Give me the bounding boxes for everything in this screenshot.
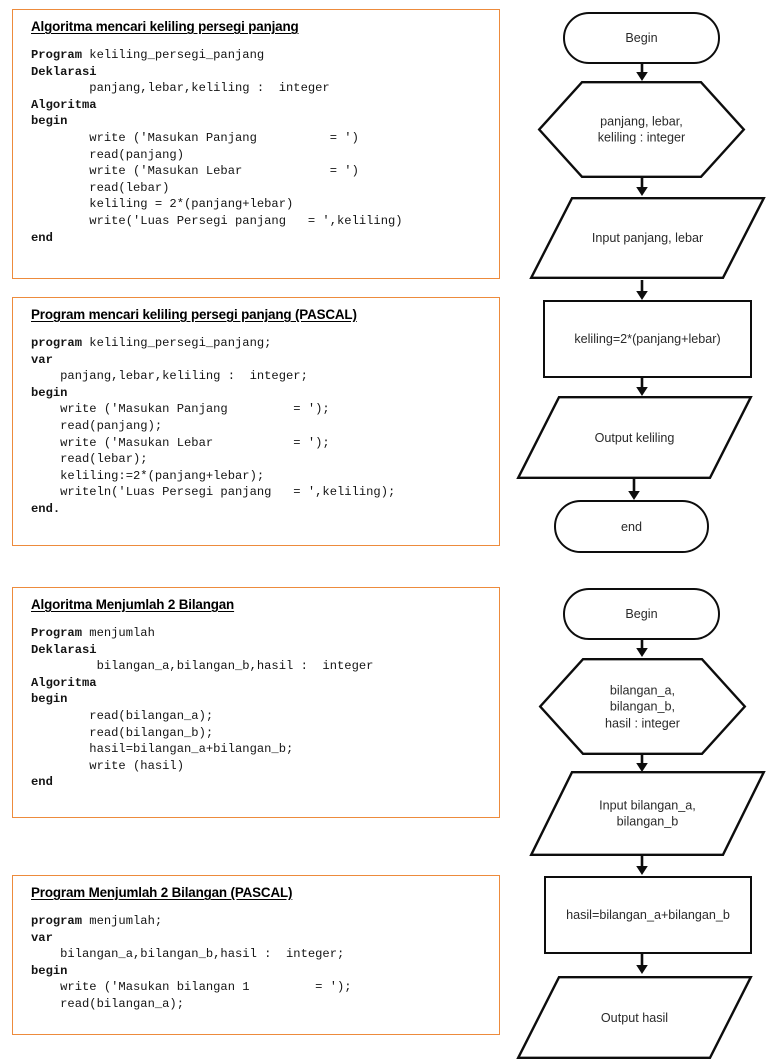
flow-io-input: Input bilangan_a, bilangan_b bbox=[529, 770, 766, 857]
flow-label: hasil=bilangan_a+bilangan_b bbox=[566, 907, 730, 922]
flow-label: Begin bbox=[625, 30, 658, 45]
flow-process-keliling: keliling=2*(panjang+lebar) bbox=[543, 300, 752, 378]
flow-arrow bbox=[634, 377, 650, 397]
code-block: program menjumlah; var bilangan_a,bilang… bbox=[31, 914, 352, 1011]
flow-terminator-end: end bbox=[554, 500, 709, 553]
box-title: Algoritma mencari keliling persegi panja… bbox=[31, 19, 299, 34]
flow-process-hasil: hasil=bilangan_a+bilangan_b bbox=[544, 876, 752, 954]
box-title: Program mencari keliling persegi panjang… bbox=[31, 307, 357, 322]
box-title: Algoritma Menjumlah 2 Bilangan bbox=[31, 597, 235, 612]
flow-label: keliling=2*(panjang+lebar) bbox=[574, 331, 721, 346]
box-title: Program Menjumlah 2 Bilangan (PASCAL) bbox=[31, 885, 293, 900]
flow-arrow bbox=[634, 63, 650, 82]
flow-arrow bbox=[634, 280, 650, 301]
algorithm-box-keliling: Algoritma mencari keliling persegi panja… bbox=[12, 9, 500, 279]
code-block: program keliling_persegi_panjang; var pa… bbox=[31, 336, 396, 516]
flow-arrow bbox=[634, 954, 650, 975]
flow-label: Begin bbox=[625, 606, 658, 621]
algorithm-box-menjumlah: Algoritma Menjumlah 2 Bilangan Program m… bbox=[12, 587, 500, 818]
pascal-box-menjumlah: Program Menjumlah 2 Bilangan (PASCAL) pr… bbox=[12, 875, 500, 1035]
flow-io-output: Output keliling bbox=[516, 395, 753, 480]
flow-io-output: Output hasil bbox=[516, 975, 753, 1060]
flow-label: end bbox=[620, 519, 642, 534]
flow-terminator-begin: Begin bbox=[563, 588, 720, 640]
flow-io-input: Input panjang, lebar bbox=[529, 196, 766, 280]
page-root: Algoritma mencari keliling persegi panja… bbox=[12, 9, 766, 1060]
flow-arrow bbox=[634, 755, 650, 773]
pascal-box-keliling: Program mencari keliling persegi panjang… bbox=[12, 297, 500, 546]
code-block: Program keliling_persegi_panjang Deklara… bbox=[31, 48, 403, 245]
flow-arrow bbox=[626, 479, 642, 501]
flow-arrow bbox=[634, 178, 650, 197]
code-block: Program menjumlah Deklarasi bilangan_a,b… bbox=[31, 626, 374, 790]
flow-arrow bbox=[634, 856, 650, 876]
flow-preparation-declare: panjang, lebar, keliling : integer bbox=[537, 80, 746, 179]
flow-terminator-begin: Begin bbox=[563, 12, 720, 64]
flow-preparation-declare: bilangan_a, bilangan_b, hasil : integer bbox=[538, 657, 747, 756]
flow-arrow bbox=[634, 639, 650, 658]
